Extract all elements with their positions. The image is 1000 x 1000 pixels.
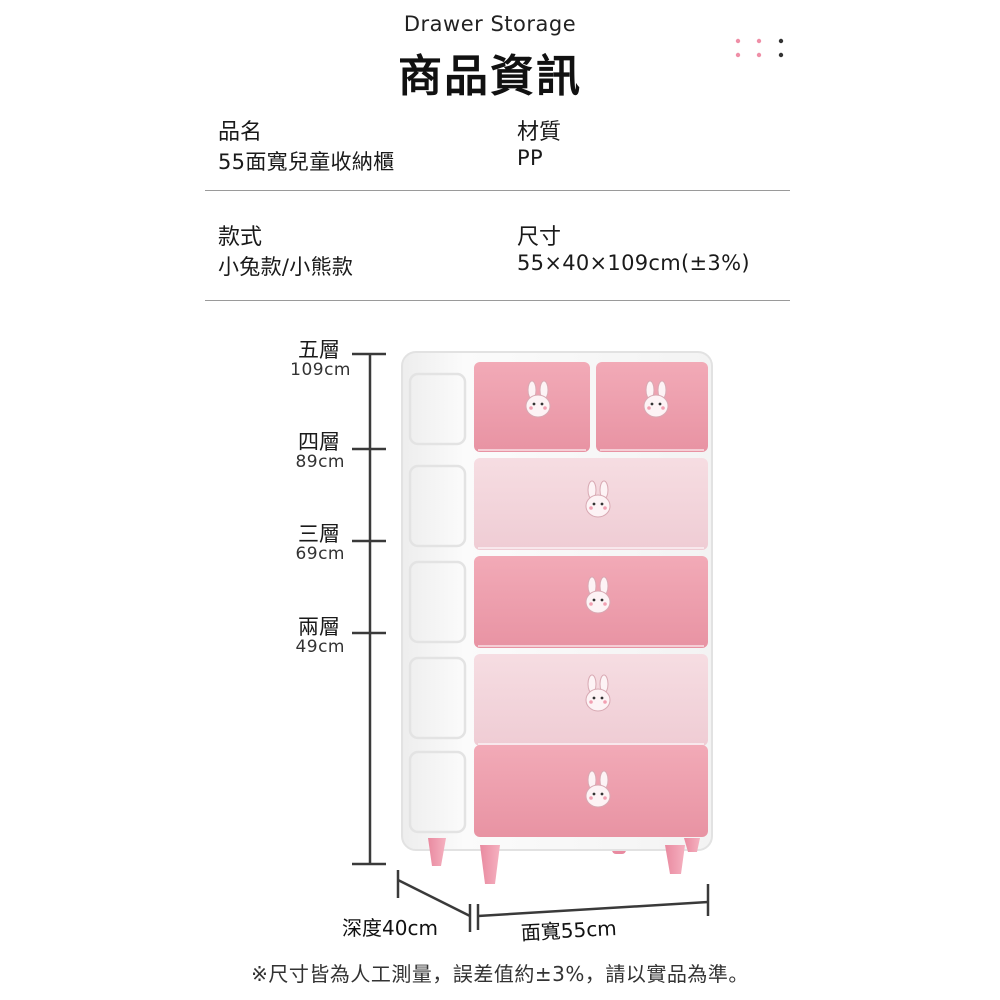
width-label: 面寬55cm xyxy=(520,915,618,945)
bunny-handle-icon xyxy=(585,770,611,808)
cabinet-side-panels xyxy=(408,372,467,834)
spec-style-label: 款式 xyxy=(218,225,263,250)
spec-material-value: PP xyxy=(517,146,543,170)
spec-divider xyxy=(205,190,790,191)
bunny-handle-icon xyxy=(585,576,611,614)
height-scale xyxy=(352,352,386,866)
spec-style-value: 小兔款/小熊款 xyxy=(218,255,354,279)
bunny-handle-icon xyxy=(585,674,611,712)
decorative-dots-icon xyxy=(735,38,784,58)
measurement-note: ※尺寸皆為人工測量，誤差值約±3%，請以實品為準。 xyxy=(251,962,749,986)
cabinet-leg xyxy=(428,838,446,866)
level-label-2: 兩層 xyxy=(298,615,340,639)
cabinet-leg xyxy=(684,838,700,852)
width-dimension-line xyxy=(476,884,710,930)
spec-divider xyxy=(205,300,790,301)
level-height-4: 89cm xyxy=(295,452,345,472)
page-title: 商品資訊 xyxy=(398,51,582,102)
depth-dimension-line xyxy=(396,870,472,932)
level-label-4: 四層 xyxy=(298,430,340,454)
bunny-handle-icon xyxy=(585,480,611,518)
spec-size-value: 55×40×109cm(±3%) xyxy=(517,251,750,275)
spec-material-label: 材質 xyxy=(517,120,562,145)
spec-name-label: 品名 xyxy=(218,120,263,145)
depth-label: 深度40cm xyxy=(342,916,438,940)
cabinet-leg xyxy=(480,845,500,884)
spec-size-label: 尺寸 xyxy=(517,225,562,250)
level-label-3: 三層 xyxy=(298,522,340,546)
bunny-handle-icon xyxy=(643,380,669,418)
level-label-5: 五層 xyxy=(298,338,340,362)
bunny-handle-icon xyxy=(525,380,551,418)
level-height-5: 109cm xyxy=(290,360,351,380)
level-height-2: 49cm xyxy=(295,637,345,657)
level-height-3: 69cm xyxy=(295,544,345,564)
spec-name-value: 55面寬兒童收納櫃 xyxy=(218,150,395,174)
header-subtitle: Drawer Storage xyxy=(403,12,577,36)
cabinet-leg xyxy=(665,845,685,874)
